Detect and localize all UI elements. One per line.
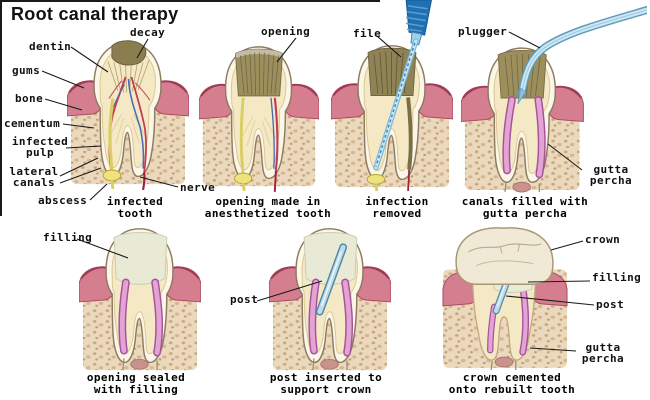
label-bone: bone: [15, 92, 44, 105]
image-border-artifact-top: [0, 0, 380, 2]
label-filling-stage7: filling: [592, 271, 642, 284]
crown-crevices: [468, 243, 542, 266]
nerve-strand: [142, 172, 146, 190]
root-tips: [312, 358, 348, 371]
tooth-stage-3-illustration: [331, 0, 453, 192]
root-tips: [490, 360, 517, 370]
nerve-strand: [407, 169, 410, 192]
post-icon: [315, 243, 348, 316]
caption-stage-4: canals filled with gutta percha: [461, 195, 589, 221]
label-gutta-percha-stage4: gutta percha: [589, 163, 633, 187]
opening-striations: [239, 52, 280, 95]
label-crown-stage7: crown: [585, 233, 621, 246]
image-border-artifact-left: [0, 0, 2, 216]
healing-spot: [130, 358, 149, 370]
abscess-drain: [241, 183, 246, 192]
endodontic-file-icon: [373, 0, 432, 171]
diagram-title: Root canal therapy: [11, 4, 179, 24]
label-lateral-canals: lateral canals: [9, 165, 59, 189]
label-cementum: cementum: [4, 117, 61, 130]
cut-edge: [235, 49, 283, 59]
caption-stage-6: post inserted to support crown: [269, 371, 383, 397]
label-abscess: abscess: [38, 194, 88, 207]
abscess-blob: [234, 172, 253, 185]
label-gums: gums: [12, 64, 41, 77]
label-filling-stage5: filling: [43, 231, 93, 244]
label-post-stage7: post: [596, 298, 625, 311]
abscess-drain: [110, 180, 115, 190]
tooth-stage-4-illustration: [461, 6, 647, 193]
plugger-icon: [517, 6, 647, 105]
root-tips: [122, 358, 158, 371]
infected-canal-strand: [108, 98, 115, 173]
abscess-drain: [374, 184, 379, 192]
label-plugger: plugger: [458, 25, 508, 38]
caption-stage-1: infected tooth: [106, 195, 164, 221]
healing-spot: [320, 358, 339, 370]
caption-stage-2: opening made in anesthetized tooth: [204, 195, 332, 221]
label-opening: opening: [261, 25, 311, 38]
dark-canal: [406, 97, 413, 170]
tooth-stage-6-illustration: [269, 228, 391, 371]
decay-spot: [111, 40, 147, 66]
tooth-stage-2-illustration: [199, 46, 319, 192]
abscess-blob: [366, 173, 386, 185]
caption-stage-7: crown cemented onto rebuilt tooth: [448, 371, 576, 397]
label-post-stage6: post: [230, 293, 259, 306]
gutta-percha-canals: [118, 278, 164, 357]
infected-canal-strand: [239, 97, 245, 176]
label-decay: decay: [130, 26, 166, 39]
tooth-stage-1-illustration: [67, 40, 189, 190]
filling-material: [113, 231, 168, 285]
root-tips: [504, 182, 540, 193]
caption-stage-5: opening sealed with filling: [86, 371, 186, 397]
label-nerve: nerve: [180, 181, 216, 194]
label-dentin: dentin: [29, 40, 72, 53]
gutta-percha-canals: [502, 96, 546, 179]
caption-stage-3: infection removed: [365, 195, 429, 221]
healing-spot: [512, 181, 531, 193]
label-file: file: [353, 27, 382, 40]
tooth-stage-7-illustration: [442, 227, 568, 370]
tooth-body: [461, 47, 584, 193]
abscess-blob: [102, 169, 122, 182]
nerve-strand: [273, 170, 277, 192]
label-infected-pulp: infected pulp: [11, 135, 69, 159]
vessel-red: [273, 97, 279, 171]
crown-cap: [455, 227, 554, 285]
vessel-blue: [270, 97, 275, 169]
healing-spot: [494, 356, 514, 368]
tooth-stage-5-illustration: [79, 228, 201, 371]
label-gutta-percha-stage7: gutta percha: [581, 341, 625, 365]
